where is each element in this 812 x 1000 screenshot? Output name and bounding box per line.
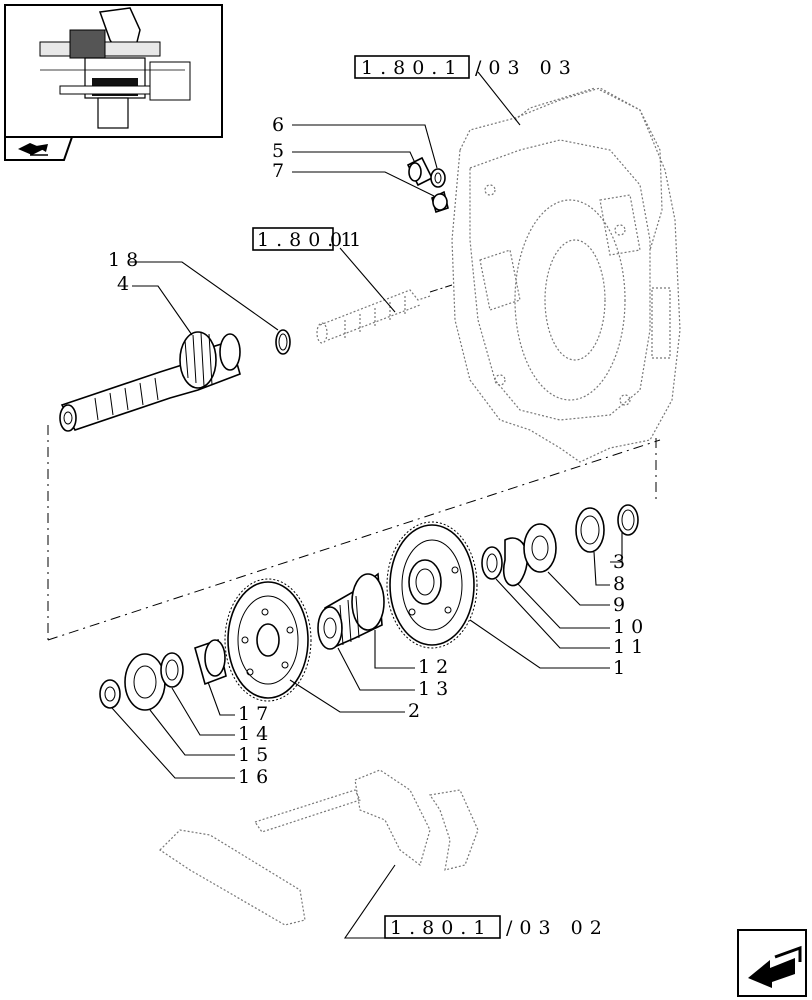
reference-shaft-suffix: 01 xyxy=(330,229,368,251)
callout-2: 2 xyxy=(408,700,426,722)
reference-shaft-box-text: 1.80.1 xyxy=(257,229,359,251)
callout-14: 14 xyxy=(238,723,274,745)
callout-6: 6 xyxy=(272,114,290,136)
assembly-centerline xyxy=(47,439,661,641)
book-arrow-icon xyxy=(18,143,48,156)
reference-housing[interactable]: 1.80.1 /03 03 xyxy=(354,55,578,79)
reference-housing-suffix: /03 03 xyxy=(475,57,578,79)
reference-shaft[interactable]: 1.80.1 01 xyxy=(252,227,368,251)
shaft-ghost xyxy=(316,284,453,344)
callout-18: 18 xyxy=(108,249,144,271)
callout-4: 4 xyxy=(117,273,135,295)
reference-housing-box-text: 1.80.1 xyxy=(361,57,463,79)
callout-8: 8 xyxy=(613,573,631,595)
callout-15: 15 xyxy=(238,744,274,766)
gear-part-2 xyxy=(224,578,312,702)
leader-lines xyxy=(111,71,623,939)
callout-9: 9 xyxy=(613,594,631,616)
snap-ring-part-18 xyxy=(275,329,291,355)
bearing-parts-14-17 xyxy=(124,638,227,711)
callout-17: 17 xyxy=(238,703,274,725)
next-page-button[interactable] xyxy=(737,929,807,997)
callout-1: 1 xyxy=(613,657,631,679)
gear-part-1 xyxy=(386,521,478,649)
shift-fork-ghost xyxy=(159,769,479,926)
callout-12: 12 xyxy=(418,656,454,678)
next-page-arrow-icon xyxy=(748,945,802,988)
sleeve-part-12-13 xyxy=(317,572,385,650)
transmission-thumbnail-icon xyxy=(39,7,191,129)
reference-fork-box-text: 1.80.1 xyxy=(390,917,492,939)
reference-fork-suffix: /03 02 xyxy=(506,917,609,939)
callout-10: 10 xyxy=(613,616,649,638)
callout-5: 5 xyxy=(272,140,290,162)
reference-fork[interactable]: 1.80.1 /03 02 xyxy=(384,915,609,939)
main-shaft-part-4 xyxy=(59,331,241,432)
nut-part-16 xyxy=(99,679,121,709)
callout-13: 13 xyxy=(418,678,454,700)
plug-parts-5-6-7 xyxy=(406,156,449,214)
callout-7: 7 xyxy=(272,160,290,182)
right-stack-parts-3-11 xyxy=(481,504,639,587)
thumbnail-panel[interactable] xyxy=(4,4,223,161)
callout-numbers: 6 5 7 18 4 3 8 9 10 11 1 12 13 2 17 14 1… xyxy=(108,114,649,788)
transmission-housing xyxy=(451,87,681,463)
callout-3: 3 xyxy=(613,551,631,573)
callout-16: 16 xyxy=(238,766,274,788)
callout-11: 11 xyxy=(613,636,649,658)
